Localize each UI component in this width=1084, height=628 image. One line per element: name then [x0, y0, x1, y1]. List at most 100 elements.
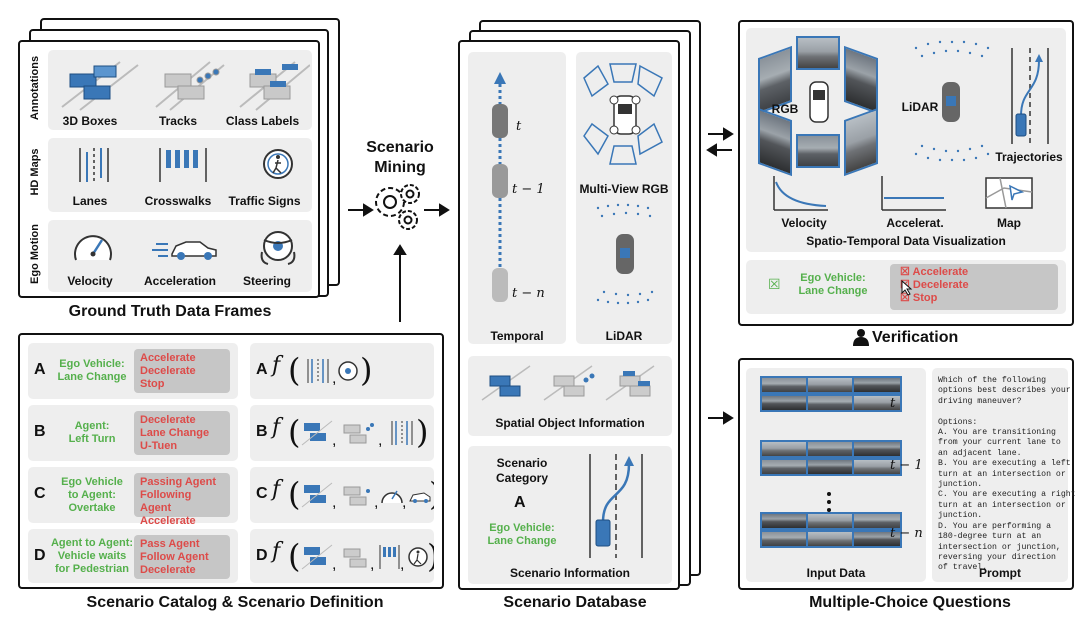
option-c-3: Accelerate [140, 515, 196, 527]
def-letter-d: D [256, 547, 268, 564]
car-top-icon [809, 81, 829, 123]
hd-maps-icons [79, 148, 293, 182]
svg-text:): ) [416, 413, 428, 451]
subject-c: Ego Vehicle to Agent: Overtake [61, 476, 123, 514]
option-c-1: Passing Agent [140, 476, 216, 488]
annotations-icons [61, 61, 310, 111]
prompt-label: Prompt [979, 566, 1021, 580]
rgb-view-front-right [844, 45, 878, 115]
svg-text:,: , [370, 556, 374, 573]
annotations-label: Annotations [29, 55, 41, 121]
svg-text:(: ( [288, 413, 300, 451]
svg-text:,: , [332, 556, 336, 573]
frame-t1-3 [852, 440, 902, 458]
mcq-title: Multiple-Choice Questions [809, 594, 1011, 611]
svg-text:(: ( [288, 537, 300, 575]
speedometer-icon [381, 490, 403, 504]
scenario-mining-title: Scenario Mining [366, 139, 434, 176]
acceleration-label: Acceleration [143, 274, 217, 288]
verify-lidar-label: LiDAR [901, 100, 939, 114]
pedestrian-sign-icon [263, 149, 293, 179]
ellipsis-icon [827, 492, 831, 512]
svg-text:,: , [402, 494, 406, 511]
3d-box-icon [301, 544, 333, 570]
option-b-3: U-Tuen [140, 440, 178, 452]
svg-text:): ) [360, 351, 372, 389]
svg-text:,: , [374, 494, 378, 511]
frame-tn-6 [852, 530, 902, 548]
crosswalk-icon [159, 148, 207, 182]
frame-tn-1 [760, 512, 810, 530]
definition-row-b [250, 405, 434, 461]
mcq-t-minus-1-text: t − 1 [890, 458, 923, 473]
svg-text:,: , [332, 494, 336, 511]
pedestrian-sign-icon [408, 547, 428, 567]
rgb-view-front [796, 36, 840, 70]
verify-options-box [890, 264, 1058, 310]
verification-frame: RGB LiDAR Trajectories Velocity Accelera… [738, 20, 1074, 326]
verify-subject: Ego Vehicle: Lane Change [798, 272, 868, 297]
verify-velocity-label: Velocity [781, 216, 827, 230]
svg-text:,: , [400, 556, 404, 573]
car-icon [492, 104, 508, 302]
mcq-t-minus-1-label: t − 1 [890, 458, 923, 473]
mcq-frame: t t − 1 t − n Input Data Which of the fo… [738, 358, 1076, 590]
letter-a: A [34, 361, 46, 378]
svg-text:,: , [332, 370, 336, 387]
tracks-icon [343, 423, 374, 444]
function-c: f [272, 477, 281, 502]
t-label: t [516, 119, 522, 134]
scenario-category-subject: Ego Vehicle: Lane Change [487, 522, 557, 547]
spatial-label: Spatial Object Information [495, 416, 645, 430]
scenario-category-letter: A [514, 494, 526, 511]
options-b: Decelerate Lane Change U-Tuen [134, 411, 230, 455]
option-a-3: Stop [140, 378, 165, 390]
options-c: Passing Agent Following Agent Accelerate [134, 473, 230, 527]
db-frame: t t − 1 t − n Temporal Multi-View RGB Li… [458, 40, 680, 590]
rgb-view-back [796, 134, 840, 168]
svg-text:): ) [429, 475, 434, 513]
tracks-icon [553, 373, 595, 397]
verify-options: ☒ Accelerate ☒ Decelerate ☒ Stop [900, 266, 969, 305]
definition-row-c [250, 467, 434, 523]
scenario-info-panel [468, 446, 672, 584]
option-b-2: Lane Change [140, 427, 210, 439]
frame-t-4 [760, 394, 810, 412]
frame-tn-5 [806, 530, 856, 548]
option-a-2: Decelerate [140, 365, 196, 377]
frame-t-2 [806, 376, 856, 394]
frame-t1-6 [852, 458, 902, 476]
verify-option-3[interactable]: ☒ Stop [900, 292, 938, 304]
mining-arrows [348, 184, 450, 322]
tracks-icon [343, 486, 370, 506]
trajectory-icon [1011, 48, 1049, 144]
acceleration-car-icon [152, 241, 217, 260]
t-minus-n-label: t − n [512, 286, 545, 301]
t-minus-1-label: t − 1 [512, 182, 545, 197]
prompt-panel [932, 368, 1068, 582]
options-d: Pass Agent Follow Agent Decelerate [134, 535, 230, 579]
frame-t-5 [806, 394, 856, 412]
lanes-label: Lanes [72, 194, 108, 208]
verify-option-1-text: Accelerate [912, 266, 969, 278]
verify-rgb-label: RGB [771, 102, 799, 116]
crosswalks-label: Crosswalks [144, 194, 212, 208]
ego-motion-label: Ego Motion [29, 224, 41, 284]
multiview-rgb-icon [583, 63, 663, 165]
lidar-label: LiDAR [605, 329, 643, 343]
lanes-icon [307, 359, 329, 383]
3d-boxes-label: 3D Boxes [62, 114, 118, 128]
mcq-t-minus-n-text: t − n [890, 526, 923, 541]
multiview-rgb-label: Multi-View RGB [579, 182, 669, 196]
frame-t1-2 [806, 440, 856, 458]
frame-tn-2 [806, 512, 856, 530]
verify-option-2-text: Decelerate [912, 279, 969, 291]
ego-motion-icons [74, 231, 296, 265]
frame-t1-4 [760, 458, 810, 476]
catalog-title: Scenario Catalog & Scenario Definition [86, 594, 384, 611]
letter-b: B [34, 423, 46, 440]
checkbox-icon[interactable]: ☒ [768, 276, 781, 292]
tracks-label: Tracks [158, 114, 198, 128]
svg-text:,: , [378, 432, 382, 449]
verify-option-1[interactable]: ☒ Accelerate [900, 266, 969, 278]
